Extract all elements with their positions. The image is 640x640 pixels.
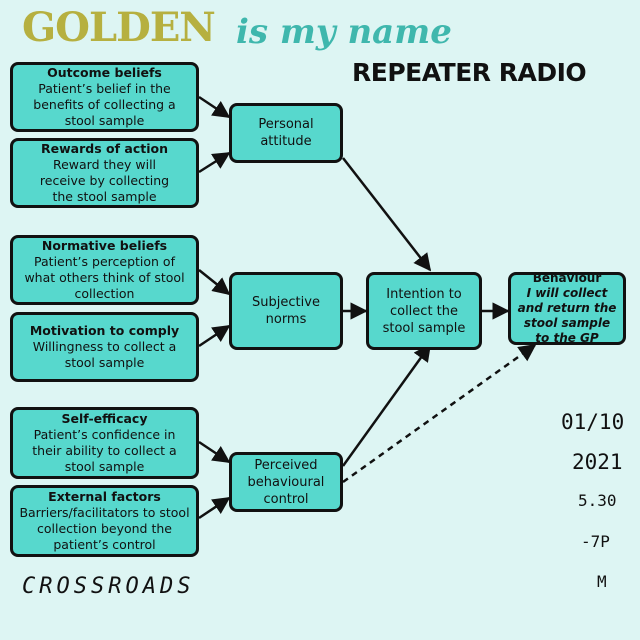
node-personal-attitude: Personal attitude bbox=[229, 103, 343, 163]
node-heading: Behaviour bbox=[532, 271, 602, 285]
node-text: Willingness to collect a stool sample bbox=[32, 339, 177, 370]
edge-motivation-norms bbox=[198, 324, 231, 348]
node-motivation-to-comply: Motivation to comply Willingness to coll… bbox=[10, 312, 199, 382]
edge-external-control bbox=[198, 496, 231, 520]
node-heading: Motivation to comply bbox=[29, 323, 180, 338]
edge-control-behaviour-dashed bbox=[342, 343, 537, 484]
node-outcome-beliefs: Outcome beliefs Patient’s belief in the … bbox=[10, 62, 199, 132]
node-normative-beliefs: Normative beliefs Patient’s perception o… bbox=[10, 235, 199, 305]
node-subjective-norms: Subjective norms bbox=[229, 272, 343, 350]
date-text: 01/10 bbox=[561, 410, 625, 434]
node-intention: Intention to collect the stool sample bbox=[366, 272, 482, 350]
node-text: Patient’s confidence in their ability to… bbox=[32, 427, 177, 474]
node-text: Reward they will receive by collecting t… bbox=[39, 157, 170, 204]
m-text: M bbox=[597, 572, 607, 591]
node-text: Intention to collect the stool sample bbox=[382, 286, 466, 336]
node-text: Patient’s perception of what others thin… bbox=[24, 254, 185, 301]
node-text: Perceived behavioural control bbox=[247, 457, 325, 507]
node-heading: Normative beliefs bbox=[41, 238, 168, 253]
time-range-text: -7P bbox=[581, 532, 610, 551]
edge-control-intention bbox=[341, 343, 432, 467]
node-self-efficacy: Self-efficacy Patient’s confidence in th… bbox=[10, 407, 199, 479]
edge-selfefficacy-control bbox=[198, 440, 231, 464]
node-text: I will collect and return the stool samp… bbox=[517, 286, 617, 345]
node-text: Barriers/facilitators to stool collectio… bbox=[19, 505, 190, 552]
node-heading: Self-efficacy bbox=[61, 411, 148, 426]
node-rewards-of-action: Rewards of action Reward they will recei… bbox=[10, 138, 199, 208]
node-heading: Outcome beliefs bbox=[47, 65, 162, 80]
title-is-my-name: is my name bbox=[236, 12, 452, 52]
title-repeater-radio: REPEATER RADIO bbox=[352, 58, 587, 87]
edge-attitude-intention bbox=[342, 157, 432, 272]
node-perceived-behavioural-control: Perceived behavioural control bbox=[229, 452, 343, 512]
node-heading: External factors bbox=[48, 489, 161, 504]
title-golden: GOLDEN bbox=[22, 4, 216, 51]
node-external-factors: External factors Barriers/facilitators t… bbox=[10, 485, 199, 557]
edge-rewards-attitude bbox=[198, 151, 231, 174]
node-heading: Rewards of action bbox=[41, 141, 168, 156]
year-text: 2021 bbox=[572, 450, 623, 474]
time-text: 5.30 bbox=[578, 491, 617, 510]
edge-normative-norms bbox=[198, 269, 231, 296]
node-behaviour: Behaviour I will collect and return the … bbox=[508, 271, 626, 345]
node-text: Patient’s belief in the benefits of coll… bbox=[33, 81, 176, 128]
node-text: Subjective norms bbox=[252, 295, 320, 327]
node-text: Personal attitude bbox=[258, 117, 314, 149]
crossroads-text: CROSSROADS bbox=[22, 574, 195, 599]
edge-outcome-attitude bbox=[198, 95, 231, 119]
